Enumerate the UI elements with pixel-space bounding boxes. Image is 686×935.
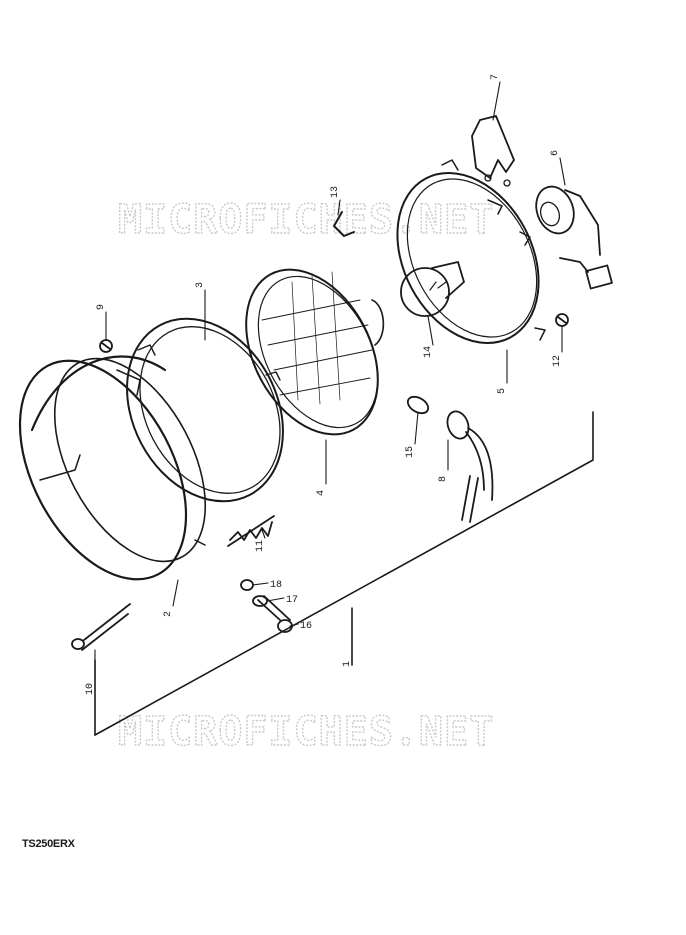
callout-18: 18	[270, 580, 282, 591]
small-spring-clip	[333, 211, 355, 237]
watermark-top: MICROFICHES.NET	[118, 197, 494, 243]
assembly-bracket	[94, 411, 594, 736]
pilot-bulb	[406, 395, 430, 415]
sealed-beam-lens	[245, 268, 385, 436]
retaining-ring	[126, 317, 284, 503]
headlight-bulb	[400, 261, 465, 317]
callout-13: 13	[330, 186, 341, 198]
callout-12: 12	[552, 355, 563, 367]
callout-14: 14	[423, 346, 434, 358]
screw-12	[555, 313, 569, 327]
callout-11: 11	[255, 540, 266, 552]
callout-17: 17	[286, 595, 298, 606]
long-bolt	[71, 603, 131, 651]
callout-5: 5	[497, 388, 508, 394]
callout-2: 2	[163, 611, 174, 617]
headlight-rim	[18, 355, 207, 581]
watermark-bottom: MICROFICHES.NET	[118, 709, 494, 755]
clip-spring	[471, 115, 515, 187]
bolt-16	[257, 595, 293, 633]
model-code-label: TS250ERX	[22, 838, 75, 850]
callout-10: 10	[85, 683, 96, 695]
callout-7: 7	[490, 74, 501, 80]
bulb-socket	[535, 185, 613, 290]
callout-1: 1	[342, 661, 353, 667]
callout-4: 4	[316, 490, 327, 496]
leader-lines	[94, 81, 566, 681]
callout-15: 15	[405, 446, 416, 458]
adjuster-spring	[227, 515, 275, 547]
screw-9	[99, 339, 113, 353]
callout-9: 9	[96, 304, 107, 310]
callout-6: 6	[550, 150, 561, 156]
callout-3: 3	[195, 282, 206, 288]
washer-18	[240, 579, 254, 591]
pilot-socket	[446, 410, 494, 523]
callout-16: 16	[300, 621, 312, 632]
callout-8: 8	[438, 476, 449, 482]
mounting-ring	[396, 159, 546, 344]
